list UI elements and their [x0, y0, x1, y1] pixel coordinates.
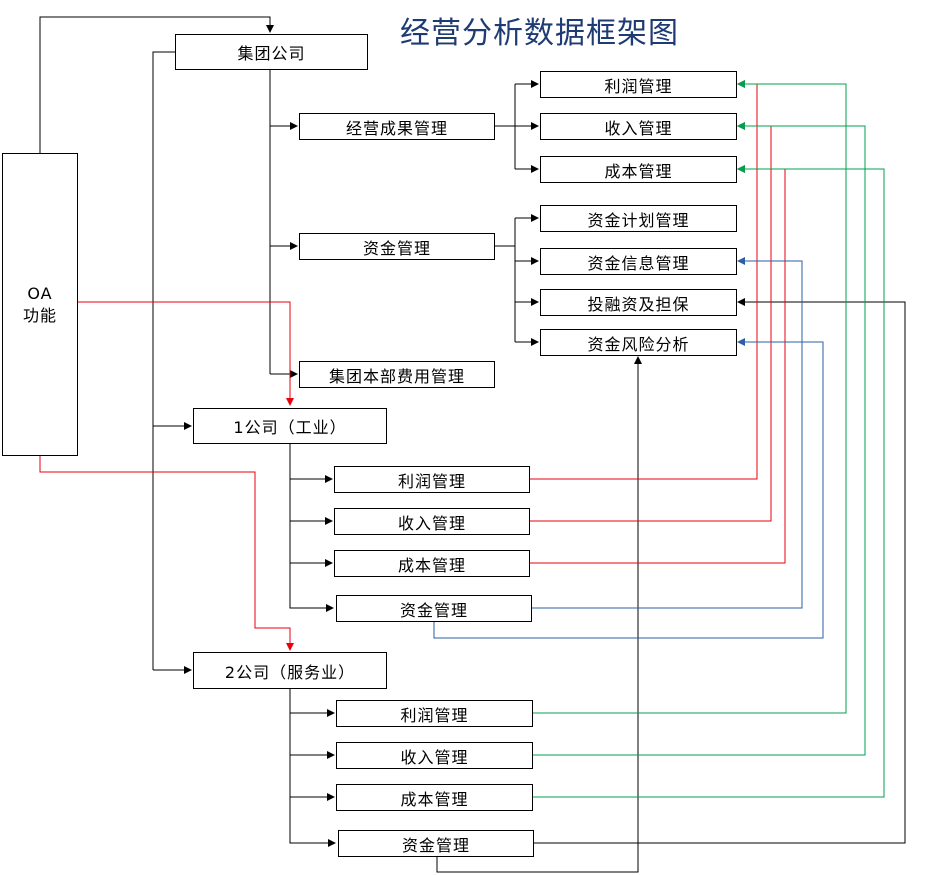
company2-revenue-box: 收入管理	[336, 742, 533, 769]
company2-profit-box: 利润管理	[336, 700, 533, 727]
group-hq-expense-box: 集团本部费用管理	[299, 361, 495, 388]
group-fund-risk-box: 资金风险分析	[540, 329, 737, 356]
company1-revenue-box: 收入管理	[334, 508, 530, 535]
link-c1-funds-to-fund-info	[532, 257, 803, 609]
link-oa-to-company2	[39, 456, 294, 651]
group-profit-box: 利润管理	[540, 71, 737, 98]
group-revenue-box: 收入管理	[540, 113, 737, 140]
link-c1-revenue-to-group-revenue	[530, 122, 772, 522]
page-title: 经营分析数据框架图	[400, 16, 679, 51]
company2-funds-box: 资金管理	[338, 830, 534, 857]
company2-box: 2公司（服务业）	[193, 652, 387, 689]
link-oa-to-hq	[78, 301, 294, 406]
connector-c2-trunk	[289, 689, 336, 847]
oa-label-line1: OA	[27, 283, 53, 303]
link-c1-profit-to-group-profit	[530, 80, 758, 480]
connector-oa-to-group	[39, 16, 274, 153]
group-financing-box: 投融资及担保	[540, 289, 737, 316]
company1-profit-box: 利润管理	[334, 466, 530, 493]
group-fund-info-box: 资金信息管理	[540, 248, 737, 275]
group-funds-box: 资金管理	[299, 233, 495, 260]
company1-cost-box: 成本管理	[334, 550, 530, 577]
oa-label-line2: 功能	[22, 305, 57, 325]
company1-box: 1公司（工业）	[193, 408, 387, 444]
connector-c1-trunk	[289, 444, 334, 612]
group-business-results-box: 经营成果管理	[299, 113, 495, 140]
oa-function-box: OA 功能	[2, 153, 78, 456]
link-c2-funds-to-risk	[436, 356, 642, 873]
link-c2-cost-to-group-cost	[533, 165, 885, 798]
group-company-box: 集团公司	[175, 34, 368, 70]
link-c2-funds-to-financing	[533, 298, 906, 844]
connector-trunk	[152, 51, 175, 670]
company2-cost-box: 成本管理	[336, 784, 533, 811]
company1-funds-box: 资金管理	[336, 595, 532, 622]
link-c2-profit-to-group-profit	[533, 80, 847, 714]
link-c2-revenue-to-group-revenue	[533, 122, 866, 756]
group-fund-plan-box: 资金计划管理	[540, 205, 737, 232]
group-cost-box: 成本管理	[540, 156, 737, 183]
link-c1-funds-to-fund-risk	[433, 338, 824, 639]
